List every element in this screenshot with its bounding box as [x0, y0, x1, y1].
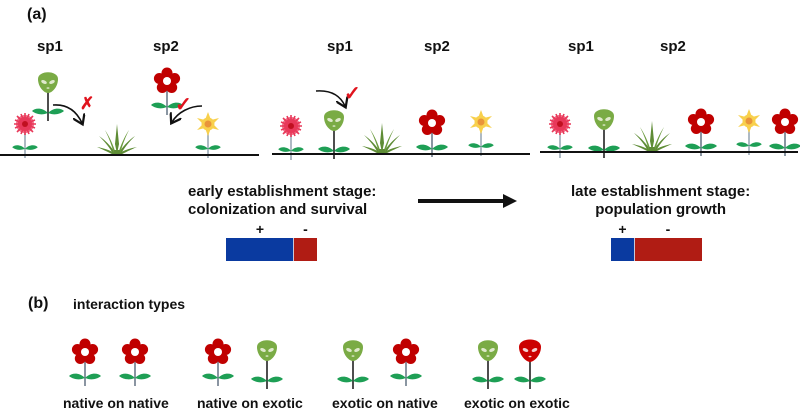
- scene2-sp2-label: sp2: [424, 38, 450, 55]
- colonization-arrow-success: [172, 105, 203, 122]
- native-flower-icon: [390, 339, 422, 387]
- fail-mark-icon: ✗: [80, 94, 95, 113]
- panel-a-label: (a): [27, 6, 47, 23]
- interaction-type-label: native on native: [63, 395, 169, 411]
- scene3-sp2-label: sp2: [660, 38, 686, 55]
- exotic-red-alien-icon: [514, 340, 546, 390]
- late-stage-title: late establishment stage:: [571, 183, 751, 200]
- late-minus-label: -: [665, 221, 671, 237]
- scene1-sp1-label: sp1: [37, 38, 63, 55]
- late-effect-bar: [611, 238, 702, 261]
- native-flower-icon: [119, 339, 151, 387]
- early-effect-bar: [226, 238, 317, 261]
- panel-b-label: (b): [28, 295, 49, 312]
- interaction-type-label: native on exotic: [197, 395, 303, 411]
- early-negative-segment: [294, 238, 317, 261]
- success-mark-icon: ✓: [344, 83, 361, 105]
- scene3-ground-line: [540, 151, 798, 153]
- scene1-ground-line: [0, 154, 259, 156]
- early-minus-label: -: [303, 221, 308, 237]
- scene2-ground-line: [272, 153, 530, 155]
- exotic-alien-icon: [472, 340, 504, 389]
- early-plus-label: +: [255, 221, 265, 237]
- colonization-arrow-success: [315, 90, 345, 106]
- colonization-arrow-fail: [52, 104, 82, 123]
- scene1-sp2-label: sp2: [153, 38, 179, 55]
- native-flower-icon: [202, 339, 234, 387]
- success-mark-icon: ✓: [175, 94, 192, 116]
- interaction-type-label: exotic on native: [332, 395, 438, 411]
- exotic-alien-icon: [337, 340, 369, 389]
- early-positive-segment: [226, 238, 295, 261]
- interaction-types-title: interaction types: [73, 296, 186, 312]
- late-negative-segment: [634, 238, 702, 261]
- native-flower-icon: [69, 339, 101, 387]
- late-stage-caption: late establishment stage: population gro…: [571, 183, 750, 219]
- early-stage-caption: early establishment stage: colonization …: [188, 183, 376, 219]
- interaction-type-label: exotic on exotic: [464, 395, 570, 411]
- late-positive-segment: [611, 238, 635, 261]
- early-stage-subtitle: colonization and survival: [188, 201, 368, 218]
- late-stage-subtitle: population growth: [595, 201, 727, 218]
- scene3-sp1-label: sp1: [568, 38, 594, 55]
- scene2-sp1-label: sp1: [327, 38, 353, 55]
- early-stage-title: early establishment stage:: [188, 183, 377, 200]
- late-plus-label: +: [618, 221, 627, 237]
- exotic-alien-icon: [251, 340, 283, 389]
